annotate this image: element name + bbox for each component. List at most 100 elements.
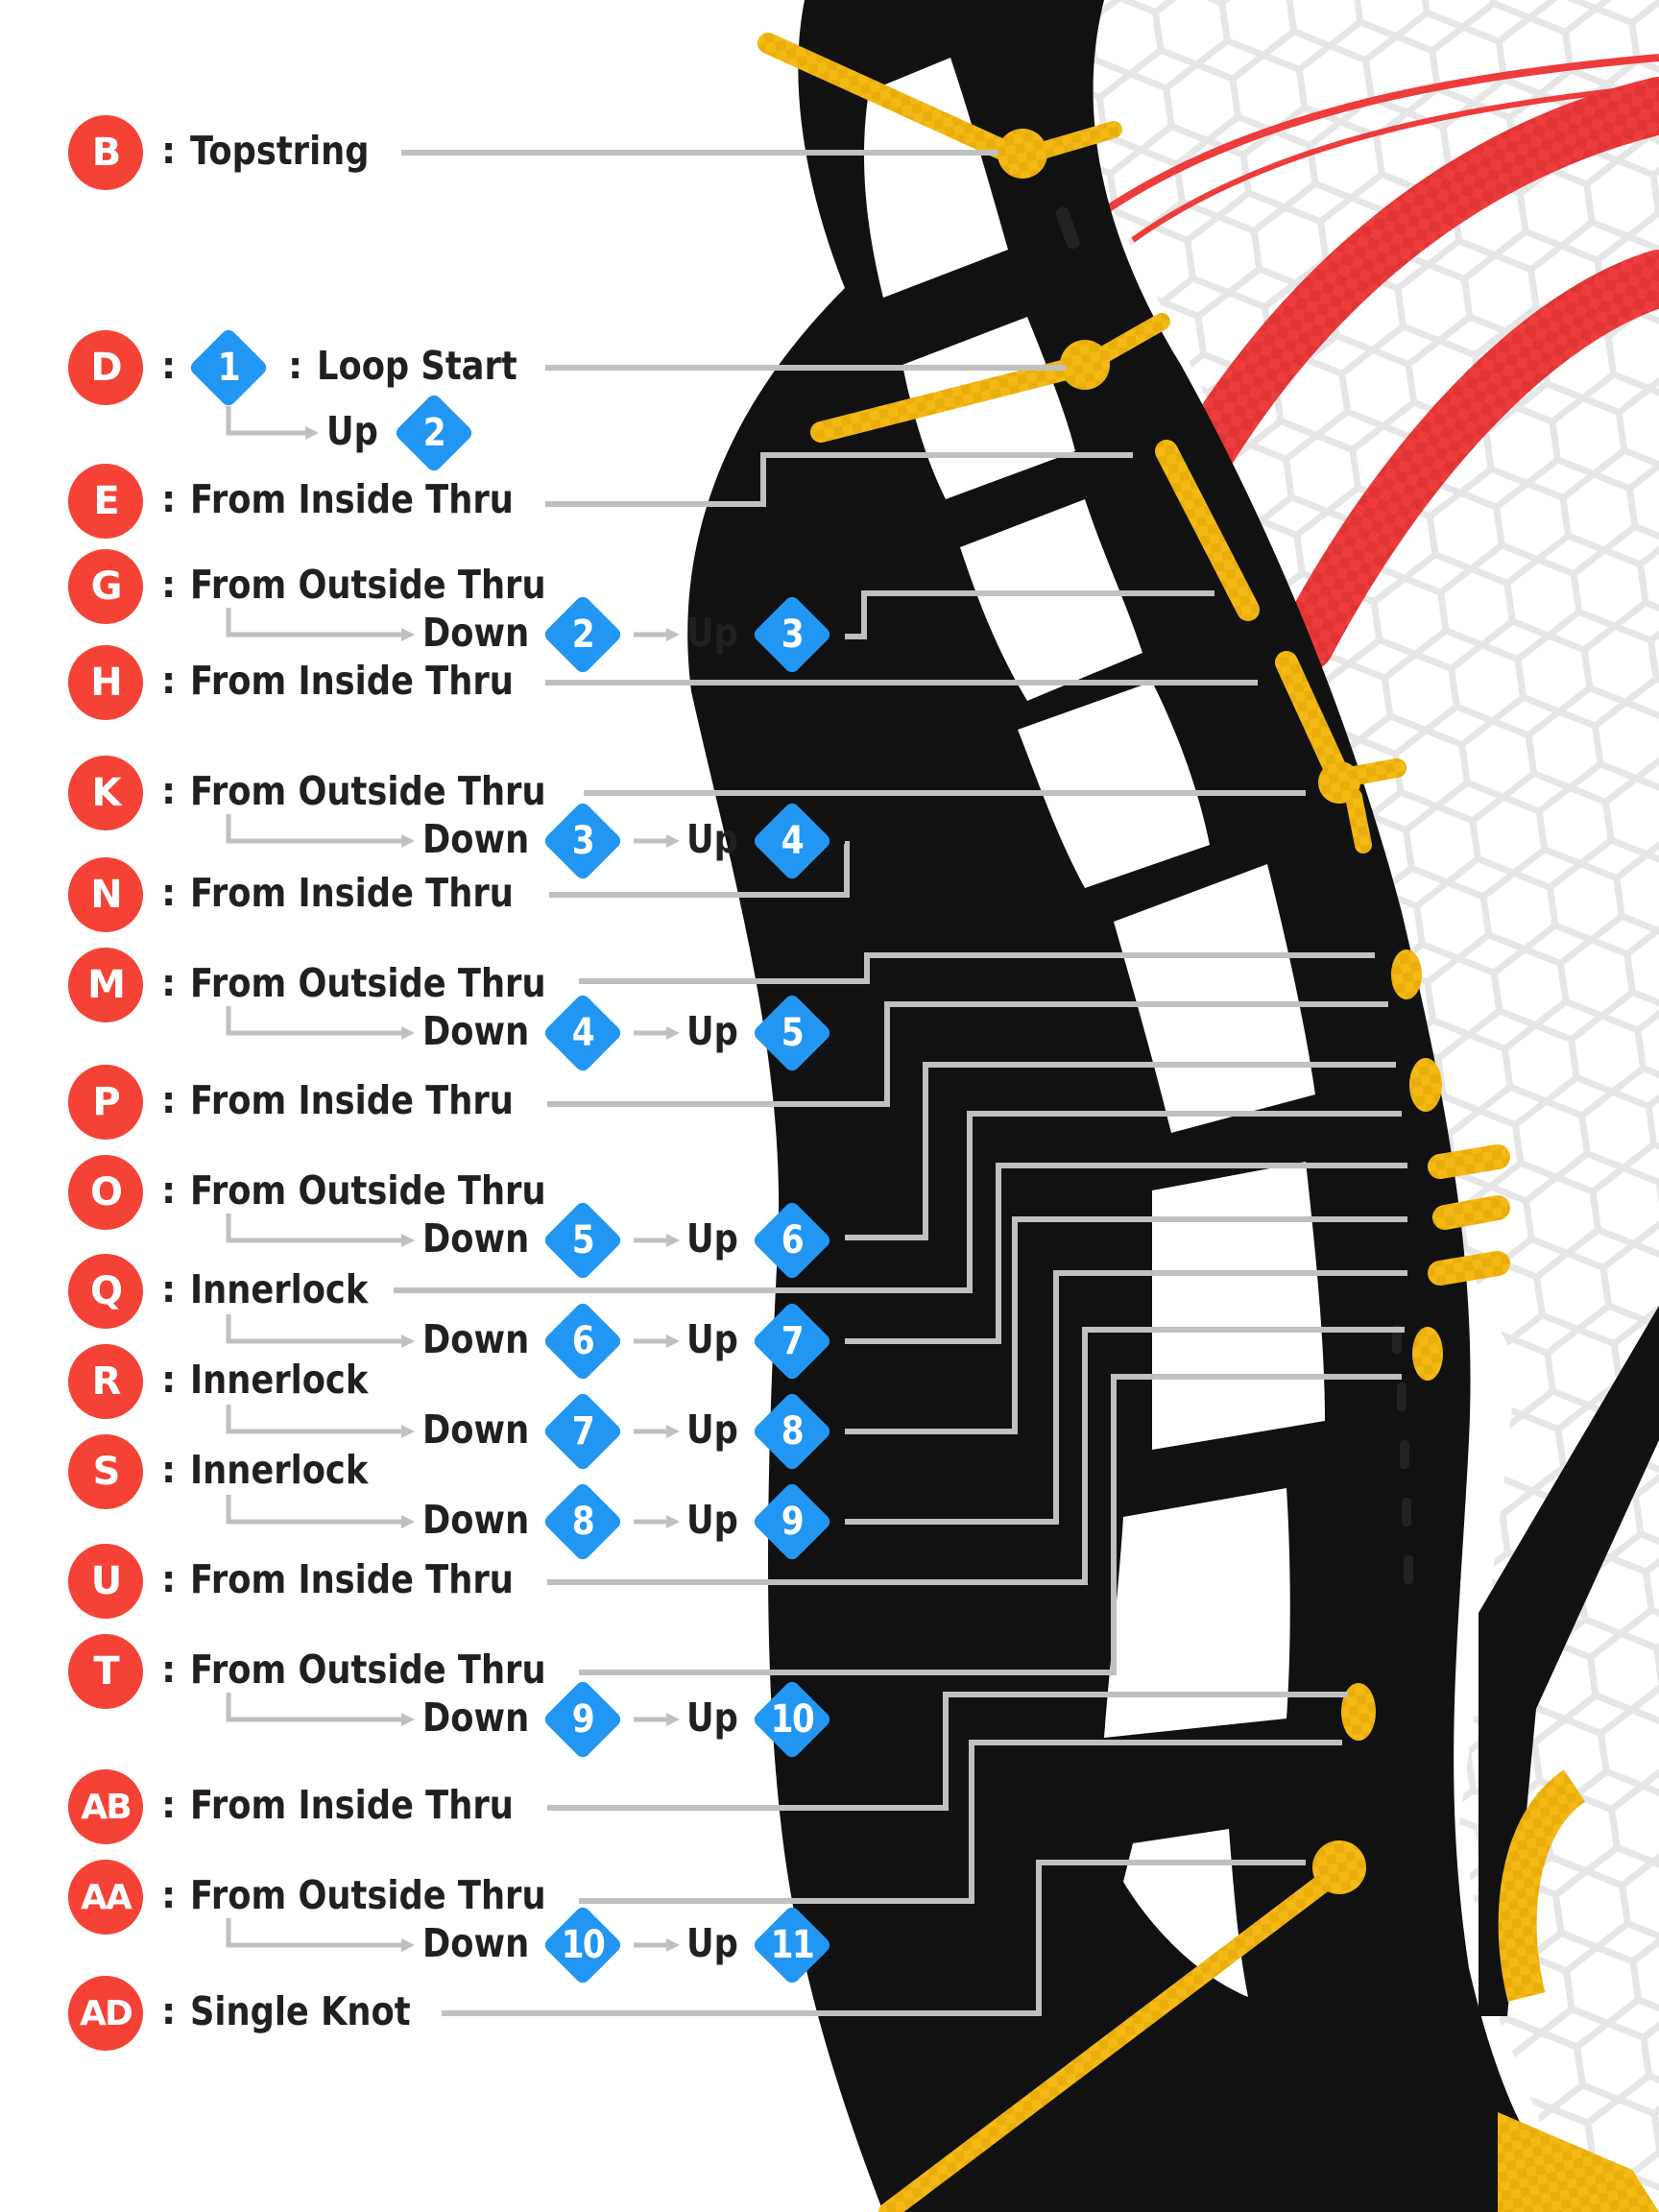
step-badge: R (68, 1344, 143, 1419)
colon-separator: : (161, 478, 177, 520)
colon-separator: : (161, 564, 177, 606)
elbow-arrow-icon (226, 1693, 415, 1726)
step-badge: K (68, 756, 143, 830)
elbow-arrow-icon (226, 1006, 415, 1040)
elbow-arrow-icon (226, 814, 415, 848)
hole-number: 6 (571, 1319, 595, 1363)
down-label: Down (422, 1695, 530, 1741)
step-label: Single Knot (190, 1988, 411, 2034)
step-badge: M (68, 948, 143, 1022)
up-label: Up (686, 1695, 738, 1741)
arrow-right-icon (634, 1713, 680, 1726)
up-label: Up (686, 1215, 738, 1262)
arrow-right-icon (634, 1515, 680, 1528)
hole-diamond: 10 (542, 1905, 623, 1985)
hole-diamond: 6 (542, 1301, 623, 1382)
step-badge: N (68, 857, 143, 932)
elbow-arrow-icon (226, 1214, 415, 1247)
hole-number: 7 (781, 1319, 805, 1363)
step-label: From Outside Thru (190, 1872, 546, 1918)
elbow-arrow-icon (226, 608, 415, 641)
hole-diamond: 5 (752, 993, 832, 1073)
hole-diamond: 11 (752, 1905, 832, 1985)
step-badge: D (68, 330, 143, 405)
hole-number: 8 (571, 1500, 595, 1544)
down-label: Down (422, 1407, 530, 1453)
hole-diamond: 7 (542, 1391, 623, 1472)
hole-number: 2 (422, 411, 446, 455)
step-label: Innerlock (190, 1447, 369, 1493)
arrow-right-icon (634, 1026, 680, 1040)
arrow-right-icon (634, 1425, 680, 1438)
step-badge: T (68, 1634, 143, 1709)
hole-number: 4 (781, 819, 805, 863)
step-badge: AB (68, 1769, 143, 1844)
elbow-arrow-icon (226, 1405, 415, 1438)
hole-number: 1 (217, 346, 241, 390)
colon-separator: : (161, 1358, 177, 1401)
up-label: Up (686, 1407, 738, 1453)
step-badge: G (68, 549, 143, 624)
step-badge: P (68, 1065, 143, 1140)
step-label: From Outside Thru (190, 960, 546, 1006)
colon-separator: : (161, 1169, 177, 1212)
down-label: Down (422, 1215, 530, 1262)
hole-diamond: 8 (752, 1391, 832, 1472)
hole-number: 3 (571, 819, 595, 863)
up-label: Up (686, 610, 738, 656)
down-label: Down (422, 1920, 530, 1966)
step-badge: AD (68, 1976, 143, 2051)
arrow-right-icon (634, 1938, 680, 1952)
hole-number: 10 (561, 1923, 606, 1967)
up-label: Up (686, 1497, 738, 1543)
colon-separator: : (161, 345, 177, 387)
hole-number: 9 (781, 1500, 805, 1544)
step-label: From Outside Thru (190, 562, 546, 608)
hole-number: 8 (781, 1409, 805, 1454)
hole-diamond: 8 (542, 1481, 623, 1562)
arrow-right-icon (634, 628, 680, 641)
up-label: Up (326, 408, 378, 454)
step-badge: AA (68, 1860, 143, 1935)
elbow-arrow-icon (226, 406, 319, 440)
arrow-right-icon (634, 1334, 680, 1348)
step-label: From Inside Thru (190, 1556, 514, 1602)
colon-separator: : (161, 770, 177, 812)
hole-number: 11 (770, 1923, 815, 1967)
colon-separator: : (161, 130, 177, 172)
elbow-arrow-icon (226, 1495, 415, 1528)
step-label: From Outside Thru (190, 1167, 546, 1214)
down-label: Down (422, 1497, 530, 1543)
colon-separator: : (161, 1268, 177, 1310)
step-badge: E (68, 464, 143, 539)
hole-number: 3 (781, 613, 805, 657)
step-label: From Outside Thru (190, 768, 546, 814)
hole-number: 7 (571, 1409, 595, 1454)
step-badge: H (68, 645, 143, 720)
up-label: Up (686, 1920, 738, 1966)
down-label: Down (422, 1316, 530, 1362)
step-label: From Outside Thru (190, 1647, 546, 1693)
step-label: From Inside Thru (190, 658, 514, 704)
step-badge: S (68, 1434, 143, 1509)
colon-separator: : (161, 1648, 177, 1691)
hole-diamond: 10 (752, 1679, 832, 1760)
colon-separator: : (161, 1079, 177, 1121)
hole-diamond: 2 (394, 393, 474, 473)
elbow-arrow-icon (226, 1314, 415, 1348)
step-label: From Inside Thru (190, 476, 514, 522)
step-label: Innerlock (190, 1266, 369, 1312)
hole-diamond: 6 (752, 1200, 832, 1281)
sidewall-cords (757, 33, 1659, 2212)
hole-diamond: 4 (752, 801, 832, 881)
colon-separator: : (161, 1449, 177, 1491)
colon-separator: : (161, 1874, 177, 1916)
up-label: Up (686, 816, 738, 862)
hole-diamond: 3 (542, 801, 623, 881)
step-label: Innerlock (190, 1357, 369, 1403)
colon-separator: : (161, 1784, 177, 1826)
leader-lines (394, 150, 1407, 2016)
hole-number: 6 (781, 1218, 805, 1262)
step-label: Topstring (190, 128, 370, 174)
step-label: From Inside Thru (190, 1077, 514, 1123)
